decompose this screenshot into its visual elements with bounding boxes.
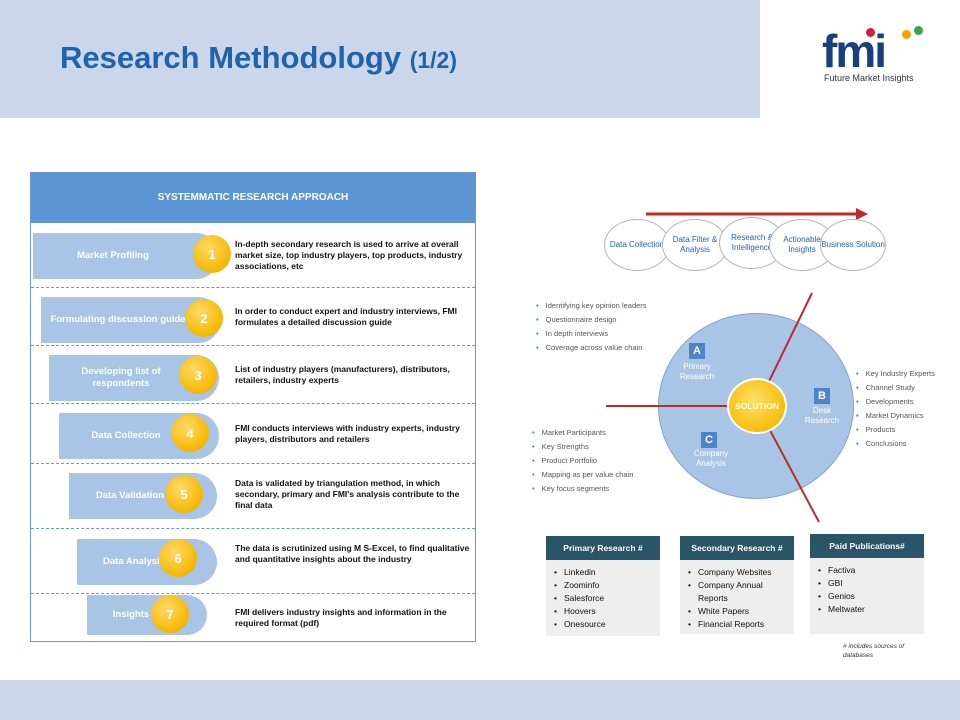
source-item: Linkedin: [554, 566, 660, 579]
step-number-badge: 2: [185, 299, 223, 337]
bullet-item: Product Portfolio: [532, 454, 633, 468]
chain-step-data-collection: Data Collection: [604, 219, 670, 271]
step-description: In order to conduct expert and industry …: [235, 306, 457, 327]
logo-word: fmi: [822, 25, 887, 77]
source-item: Financial Reports: [688, 618, 794, 631]
title-main: Research Methodology: [60, 40, 402, 75]
solution-center: SOLUTION: [727, 378, 787, 434]
source-item: Onesource: [554, 618, 660, 631]
bullet-item: Market Dynamics: [856, 409, 935, 423]
step-description: FMI delivers industry insights and infor…: [235, 607, 447, 628]
bullet-item: In depth interviews: [536, 327, 647, 341]
fmi-logo: fmi Future Market Insights: [822, 26, 932, 88]
source-list: Linkedin Zoominfo Salesforce Hoovers One…: [546, 560, 660, 631]
source-item: GBI: [818, 577, 924, 590]
source-item: Company Websites: [688, 566, 794, 579]
paid-publications-box: Paid Publications# Factiva GBI Genios Me…: [810, 534, 924, 634]
source-item: Hoovers: [554, 605, 660, 618]
step-number-badge: 7: [151, 595, 189, 633]
bullet-item: Channel Study: [856, 381, 935, 395]
step-divider: [31, 345, 475, 346]
bullet-item: Developments: [856, 395, 935, 409]
primary-research-box: Primary Research # Linkedin Zoominfo Sal…: [546, 536, 660, 636]
step-shape: Insights: [87, 595, 207, 635]
segment-c-label: Company Analysis: [693, 449, 729, 468]
footer-band: [0, 680, 960, 720]
bullet-item: Key Strengths: [532, 440, 633, 454]
bullet-item: Mapping as per value chain: [532, 468, 634, 482]
box-heading: Secondary Research #: [680, 536, 794, 560]
chain-step-business-solution: Business Solution: [820, 219, 886, 271]
bullet-item: Identifying key opinion leaders: [536, 299, 647, 313]
logo-dot-icon: [902, 30, 911, 39]
step-shape: Market Profiling: [33, 233, 219, 279]
source-list: Factiva GBI Genios Meltwater: [810, 558, 924, 616]
step-divider: [31, 528, 475, 529]
segment-b-label: Desk Research: [804, 406, 840, 425]
page-title: Research Methodology (1/2): [60, 40, 457, 76]
step-description: Data is validated by triangulation metho…: [235, 478, 460, 510]
source-item: Factiva: [818, 564, 924, 577]
source-item: Genios: [818, 590, 924, 603]
step-divider: [31, 403, 475, 404]
source-item: Company Annual Reports: [688, 579, 794, 605]
footnote: # includes sources of databases: [843, 643, 905, 659]
bullet-item: Coverage across value chain: [536, 341, 647, 355]
source-item: White Papers: [688, 605, 794, 618]
box-heading: Primary Research #: [546, 536, 660, 560]
title-sub: (1/2): [409, 47, 457, 73]
source-item: Zoominfo: [554, 579, 660, 592]
approach-heading: SYSTEMMATIC RESEARCH APPROACH: [31, 173, 475, 223]
step-number-badge: 4: [171, 414, 209, 452]
logo-panel: [760, 0, 960, 118]
bullet-item: Key Industry Experts: [856, 367, 935, 381]
logo-dot-icon: [866, 28, 875, 37]
step-number-badge: 3: [179, 356, 217, 394]
step-description: In-depth secondary research is used to a…: [235, 239, 463, 271]
step-number-badge: 1: [193, 235, 231, 273]
primary-research-bullets: Identifying key opinion leaders Question…: [536, 299, 647, 355]
source-list: Company Websites Company Annual Reports …: [680, 560, 794, 631]
bullet-item: Products: [856, 423, 935, 437]
secondary-research-box: Secondary Research # Company Websites Co…: [680, 536, 794, 634]
bullet-item: Market Participants: [532, 426, 633, 440]
step-divider: [31, 463, 475, 464]
bullet-item: Conclusions: [856, 437, 935, 451]
step-description: The data is scrutinized using M S-Excel,…: [235, 543, 470, 564]
step-number-badge: 5: [165, 475, 203, 513]
step-divider: [31, 593, 475, 594]
segment-a-marker: A: [689, 343, 705, 359]
bullet-item: Questionnaire design: [536, 313, 647, 327]
box-heading: Paid Publications#: [810, 534, 924, 558]
step-number-badge: 6: [159, 539, 197, 577]
segment-b-marker: B: [814, 388, 830, 404]
step-description: List of industry players (manufacturers)…: [235, 364, 450, 385]
logo-tagline: Future Market Insights: [824, 73, 914, 83]
segment-c-marker: C: [701, 432, 717, 448]
desk-research-bullets: Key Industry Experts Channel Study Devel…: [856, 367, 935, 451]
company-analysis-bullets: Market Participants Key Strengths Produc…: [532, 426, 634, 496]
logo-dot-icon: [914, 26, 923, 35]
source-item: Meltwater: [818, 603, 924, 616]
research-approach-panel: SYSTEMMATIC RESEARCH APPROACH Market Pro…: [30, 172, 476, 642]
step-divider: [31, 287, 475, 288]
bullet-item: Key focus segments: [532, 482, 633, 496]
chain-step-data-filter: Data Filter & Analysis: [662, 219, 728, 271]
segment-a-label: Primary Research: [679, 362, 715, 381]
step-description: FMI conducts interviews with industry ex…: [235, 423, 460, 444]
source-item: Salesforce: [554, 592, 660, 605]
